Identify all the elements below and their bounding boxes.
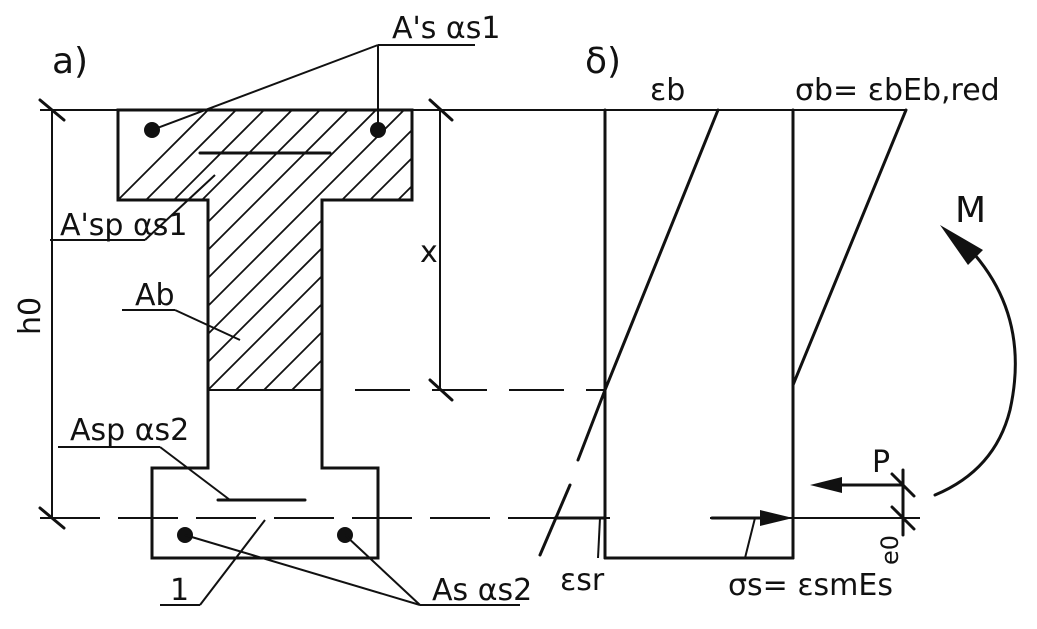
- hatch-line: [506, 100, 806, 400]
- hatch-line: [169, 110, 412, 390]
- hatch-line: [478, 100, 778, 400]
- leader-ab: [174, 309, 241, 341]
- sigma-s-arrowhead: [760, 510, 793, 526]
- label-bottom-prestress: Asp αs2: [70, 413, 189, 448]
- label-item-1: 1: [170, 573, 189, 608]
- h0-tick-bottom: [38, 506, 66, 530]
- hatch-line: [118, 110, 219, 390]
- h0-tick-top: [38, 98, 66, 122]
- e0-tick-bottom: [890, 505, 916, 531]
- label-ab: Ab: [135, 278, 175, 313]
- moment-arrowhead: [940, 225, 983, 265]
- sigma-s-leader: [744, 517, 756, 559]
- label-top-rebar: A's αs1: [392, 11, 500, 46]
- hatch-line: [141, 110, 412, 390]
- label-e0: e0: [876, 535, 904, 565]
- hatch-line: [118, 110, 387, 390]
- label-sigma-b: σb= εbEb,red: [795, 73, 1000, 108]
- hatch-line: [337, 110, 412, 390]
- label-top-prestress: A'sp αs1: [60, 208, 187, 243]
- label-h0: h0: [13, 297, 48, 335]
- leader-top-rebar-left: [151, 44, 379, 131]
- section-outline: [116, 108, 414, 560]
- hatch-line: [562, 100, 862, 400]
- hatch-line: [118, 110, 275, 390]
- hatch-line: [422, 100, 722, 400]
- hatch-line: [118, 110, 412, 390]
- hatch-line: [225, 110, 412, 390]
- hatch-line: [118, 110, 331, 390]
- label-sigma-s: σs= εsmEs: [728, 568, 893, 603]
- leader-top-prestress: [144, 174, 216, 241]
- label-bottom-rebar: As αs2: [432, 573, 532, 608]
- label-eps-sr: εsr: [560, 563, 605, 598]
- moment-arc: [933, 253, 1017, 497]
- strain-line-upper: [603, 108, 720, 392]
- x-tick-top: [428, 98, 454, 122]
- hatch-line: [118, 110, 247, 390]
- strain-line-lower-1: [576, 388, 607, 462]
- label-force-p: P: [872, 445, 890, 480]
- panel-a-label: a): [52, 41, 88, 82]
- force-p-arrowhead: [810, 477, 842, 493]
- label-moment: M: [955, 190, 986, 231]
- leader-bottom-rebar-left: [184, 534, 421, 606]
- leader-bottom-rebar-right: [344, 534, 421, 606]
- strain-line-lower-2: [538, 483, 572, 557]
- stress-line: [791, 108, 908, 387]
- hatch-line: [197, 110, 412, 390]
- hatch-line: [253, 110, 412, 390]
- label-x: x: [420, 235, 438, 270]
- e0-tick-top: [890, 472, 916, 498]
- label-eps-b: εb: [650, 73, 685, 108]
- hatch-line: [309, 110, 412, 390]
- leader-item1: [199, 519, 266, 606]
- panel-b-label: δ): [585, 41, 621, 82]
- leader-bottom-prestress: [159, 446, 231, 501]
- strain-eps-sr-leader: [597, 517, 601, 559]
- hatch-line: [118, 110, 303, 390]
- hatch-line: [534, 100, 834, 400]
